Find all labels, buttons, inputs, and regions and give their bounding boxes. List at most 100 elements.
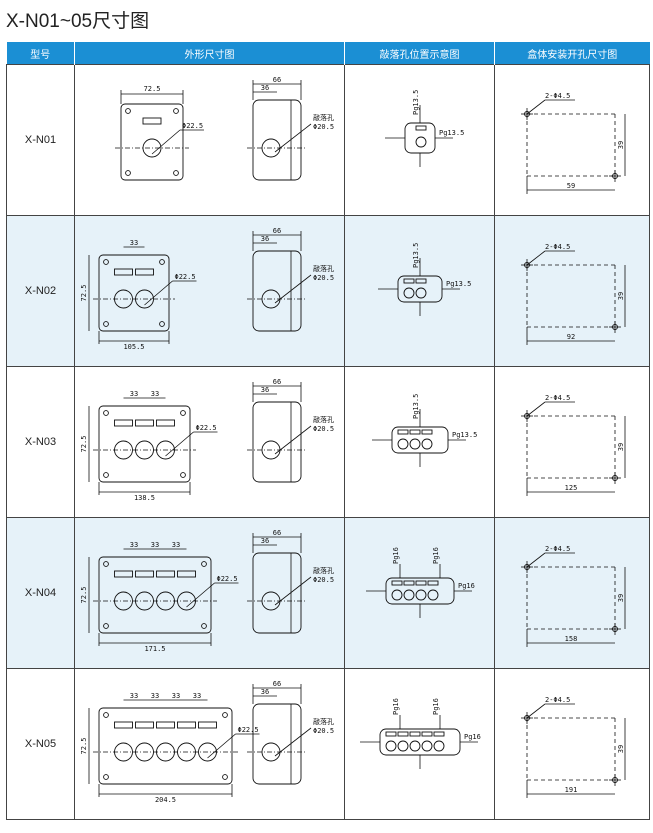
drawing-rect: [135, 570, 154, 578]
drawing-line: [165, 431, 194, 457]
pitch-label: 33: [151, 541, 159, 549]
knockout-circle: [391, 589, 403, 601]
side-width-label: 66: [273, 529, 281, 537]
mount-holes-label: 2-Φ4.5: [545, 92, 570, 100]
drawing-rect: [403, 580, 415, 586]
mount-width-label: 59: [567, 182, 575, 190]
drawing-rect: [421, 731, 433, 737]
model-cell: X-N04: [6, 517, 75, 669]
knockout-circle: [397, 438, 409, 450]
knockout-circle: [409, 438, 421, 450]
mount-height-label: 39: [617, 594, 625, 602]
drawing-line: [274, 123, 312, 153]
screw-hole: [103, 259, 109, 265]
mount-holes-label: 2-Φ4.5: [545, 243, 570, 251]
pitch-label: 33: [130, 541, 138, 549]
drawing-line: [151, 129, 181, 155]
knockout-circle: [415, 287, 427, 299]
drawing-rect: [98, 556, 212, 634]
button-diameter-label: Φ22.5: [182, 122, 203, 130]
drawing-rect: [198, 721, 217, 729]
drawing-rect: [177, 721, 196, 729]
screw-hole: [180, 410, 186, 416]
mount-width-label: 191: [565, 786, 578, 794]
knockout-label: 敲落孔: [313, 415, 334, 424]
drawing-rect: [114, 570, 133, 578]
drawing-rect: [391, 580, 403, 586]
screw-hole: [103, 321, 109, 327]
drawing-rect: [98, 254, 170, 332]
drawing-line: [207, 733, 236, 759]
table-header-row: 型号 外形尺寸图 敲落孔位置示意图 盒体安装开孔尺寸图: [6, 42, 650, 65]
drawing-line: [144, 280, 173, 306]
drawing-rect: [142, 117, 162, 125]
screw-hole: [103, 410, 109, 416]
side-inner-label: 36: [261, 537, 269, 545]
pitch-label: 33: [172, 692, 180, 700]
drawing-rect: [433, 731, 445, 737]
side-width-label: 66: [273, 378, 281, 386]
header-mounting: 盒体安装开孔尺寸图: [494, 42, 650, 65]
pg-top-label-2: Pg16: [432, 547, 440, 564]
knockout-diameter-label: Φ20.5: [313, 576, 334, 584]
drawing-rect: [135, 419, 154, 427]
side-inner-label: 36: [261, 84, 269, 92]
mount-height-label: 39: [617, 292, 625, 300]
width-label: 105.5: [123, 343, 144, 351]
height-label: 72.5: [80, 436, 88, 453]
pg-side-label: Pg13.5: [439, 129, 464, 137]
knockout-circle: [415, 589, 427, 601]
knockout-circle: [403, 589, 415, 601]
screw-hole: [103, 561, 109, 567]
pg-top-label: Pg16: [392, 547, 400, 564]
width-label: 204.5: [155, 796, 176, 804]
screw-hole: [222, 712, 228, 718]
pg-top-label: Pg13.5: [412, 90, 420, 115]
drawing-rect: [114, 419, 133, 427]
screw-hole: [103, 472, 109, 478]
drawing-rect: [252, 703, 302, 785]
pg-side-label: Pg13.5: [446, 280, 471, 288]
pitch-label: 33: [151, 390, 159, 398]
side-width-label: 66: [273, 76, 281, 84]
drawing-rect: [415, 580, 427, 586]
knockout-diameter-label: Φ20.5: [313, 274, 334, 282]
button-diameter-label: Φ22.5: [238, 726, 259, 734]
knockout-label: 敲落孔: [313, 264, 334, 273]
mount-holes-label: 2-Φ4.5: [545, 394, 570, 402]
drawing-rect: [397, 429, 409, 435]
drawing-rect: [403, 278, 415, 284]
button-diameter-label: Φ22.5: [175, 273, 196, 281]
knockout-circle: [421, 740, 433, 752]
pg-top-label: Pg13.5: [412, 243, 420, 268]
pg-side-label: Pg16: [464, 733, 481, 741]
height-label: 72.5: [80, 285, 88, 302]
drawing-rect: [135, 721, 154, 729]
drawing-line: [526, 401, 546, 417]
drawing-rect: [135, 268, 154, 276]
drawing-rect: [397, 731, 409, 737]
knockout-circle: [397, 740, 409, 752]
knockout-label: 敲落孔: [313, 566, 334, 575]
side-width-label: 66: [273, 227, 281, 235]
knockout-label: 敲落孔: [313, 717, 334, 726]
